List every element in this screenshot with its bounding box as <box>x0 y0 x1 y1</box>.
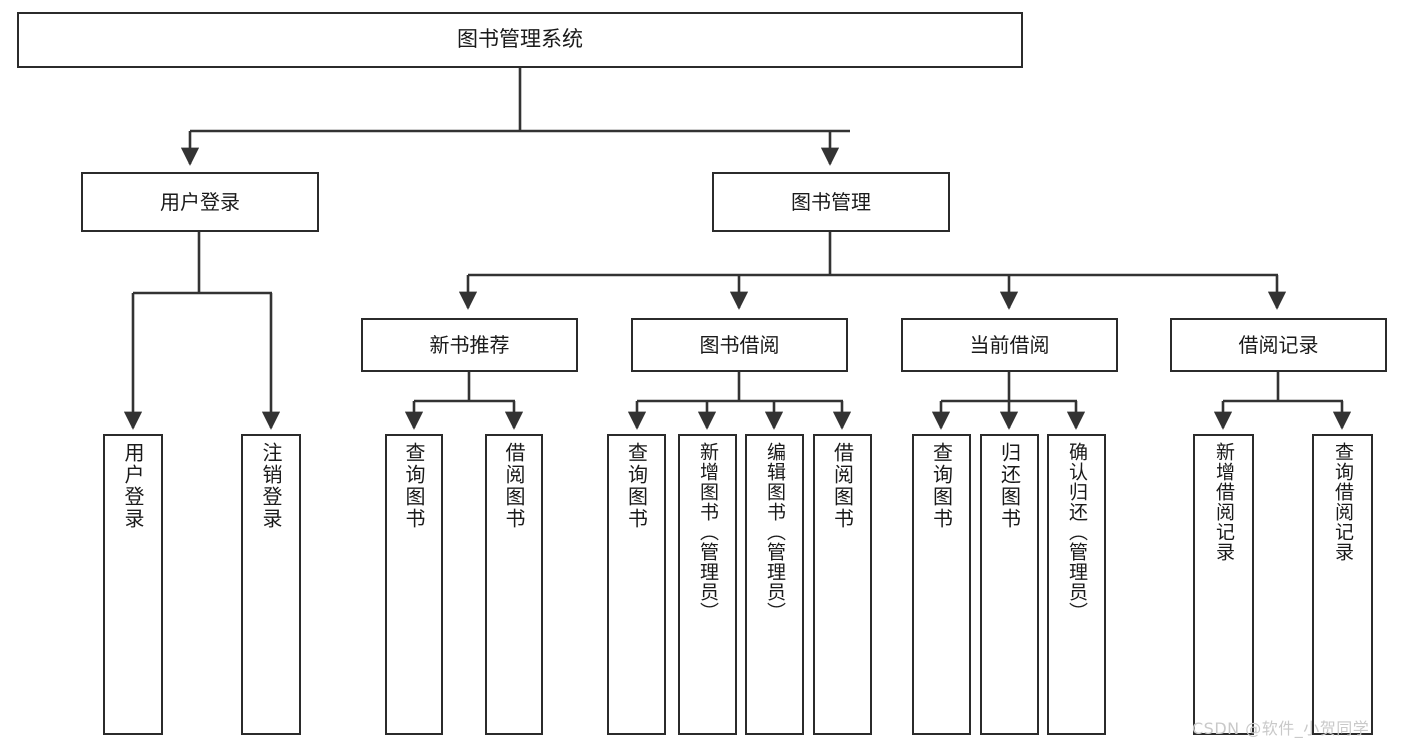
node-leaf-user-login-label: 用户登录 <box>121 442 145 530</box>
node-leaf-query-book-2-label: 查询图书 <box>624 442 649 530</box>
node-user-login[interactable]: 用户登录 <box>81 172 319 232</box>
node-leaf-return-book-label: 归还图书 <box>997 442 1022 530</box>
node-book-borrow[interactable]: 图书借阅 <box>631 318 848 372</box>
node-root-label: 图书管理系统 <box>457 27 583 52</box>
node-borrow-record[interactable]: 借阅记录 <box>1170 318 1387 372</box>
node-leaf-borrow-book-2-label: 借阅图书 <box>830 442 855 530</box>
node-borrow-record-label: 借阅记录 <box>1238 332 1319 357</box>
node-leaf-logout[interactable]: 注销登录 <box>241 434 301 735</box>
node-leaf-add-book[interactable]: 新增图书（管理员） <box>678 434 737 735</box>
node-leaf-add-record[interactable]: 新增借阅记录 <box>1193 434 1254 735</box>
node-new-book-recommend-label: 新书推荐 <box>429 332 510 357</box>
node-book-borrow-label: 图书借阅 <box>699 332 780 357</box>
node-current-borrow[interactable]: 当前借阅 <box>901 318 1118 372</box>
node-root[interactable]: 图书管理系统 <box>17 12 1023 68</box>
node-leaf-query-book-1-label: 查询图书 <box>402 442 426 530</box>
node-book-management-label: 图书管理 <box>791 189 871 214</box>
node-leaf-return-book[interactable]: 归还图书 <box>980 434 1039 735</box>
node-leaf-edit-book[interactable]: 编辑图书（管理员） <box>745 434 804 735</box>
node-leaf-logout-label: 注销登录 <box>259 442 283 530</box>
node-user-login-label: 用户登录 <box>160 189 240 214</box>
node-leaf-borrow-book-2[interactable]: 借阅图书 <box>813 434 872 735</box>
node-leaf-query-record-label: 查询借阅记录 <box>1332 442 1354 562</box>
node-leaf-confirm-return-label: 确认归还（管理员） <box>1066 442 1088 622</box>
node-leaf-edit-book-label: 编辑图书（管理员） <box>764 442 786 622</box>
node-leaf-user-login[interactable]: 用户登录 <box>103 434 163 735</box>
node-leaf-borrow-book-1[interactable]: 借阅图书 <box>485 434 543 735</box>
node-new-book-recommend[interactable]: 新书推荐 <box>361 318 578 372</box>
node-leaf-query-book-1[interactable]: 查询图书 <box>385 434 443 735</box>
node-leaf-query-book-3-label: 查询图书 <box>929 442 954 530</box>
node-leaf-query-book-3[interactable]: 查询图书 <box>912 434 971 735</box>
node-leaf-borrow-book-1-label: 借阅图书 <box>502 442 526 530</box>
node-leaf-add-book-label: 新增图书（管理员） <box>697 442 719 622</box>
node-leaf-confirm-return[interactable]: 确认归还（管理员） <box>1047 434 1106 735</box>
node-book-management[interactable]: 图书管理 <box>712 172 950 232</box>
node-leaf-query-record[interactable]: 查询借阅记录 <box>1312 434 1373 735</box>
node-leaf-query-book-2[interactable]: 查询图书 <box>607 434 666 735</box>
node-leaf-add-record-label: 新增借阅记录 <box>1213 442 1235 562</box>
node-current-borrow-label: 当前借阅 <box>969 332 1050 357</box>
